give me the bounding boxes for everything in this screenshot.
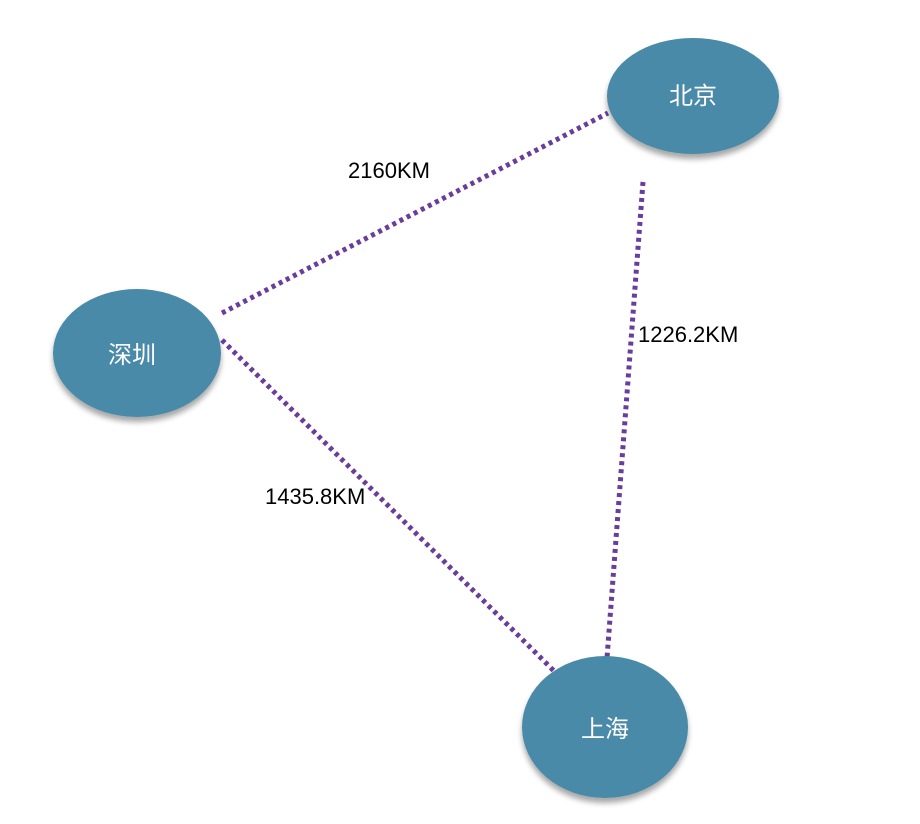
edge-label-beijing-shanghai: 1226.2KM: [638, 322, 738, 347]
edge-shenzhen-shanghai: [220, 338, 557, 674]
node-beijing-ellipse: [607, 38, 779, 154]
node-shenzhen-ellipse: [53, 289, 221, 417]
node-shanghai-label: 上海: [581, 715, 629, 743]
node-shenzhen: 深圳: [53, 289, 221, 417]
node-beijing: 北京: [607, 38, 779, 154]
node-beijing-label: 北京: [669, 82, 717, 110]
node-shanghai: 上海: [522, 656, 688, 798]
edge-beijing-shanghai: [604, 181, 646, 659]
edge-label-shenzhen-beijing: 2160KM: [348, 158, 430, 183]
edge-label-shenzhen-shanghai: 1435.8KM: [265, 484, 365, 509]
edge-labels: 2160KM 1226.2KM 1435.8KM: [265, 158, 738, 509]
edges: [220, 110, 646, 674]
edge-shenzhen-beijing: [220, 110, 610, 316]
node-shenzhen-label: 深圳: [108, 341, 156, 369]
node-shanghai-ellipse: [522, 656, 688, 798]
